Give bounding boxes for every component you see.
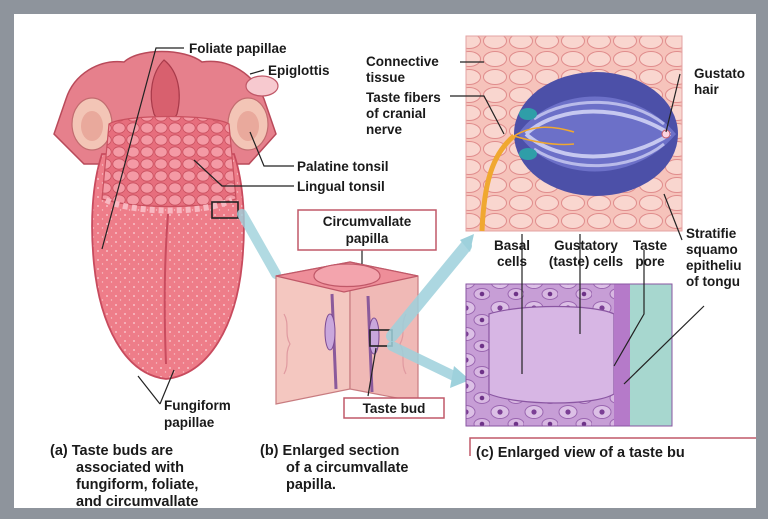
stratified-label-3: epitheliu — [686, 258, 742, 273]
gustatory-cells-label-2: (taste) cells — [549, 254, 623, 269]
taste-bud-drawing — [465, 35, 683, 232]
taste-fibers-label-1: Taste fibers — [366, 90, 441, 105]
connective-tissue-label-1: Connective — [366, 54, 439, 69]
gustatory-hair-label-2: hair — [694, 82, 720, 97]
stratified-label-4: of tongu — [686, 274, 740, 289]
taste-bud-label-box — [343, 397, 445, 419]
stratified-label-2: squamo — [686, 242, 738, 257]
basal-cells-label-2: cells — [497, 254, 527, 269]
caption-a-line-3: fungiform, foliate, — [76, 477, 198, 493]
lingual-tonsil-label: Lingual tonsil — [297, 179, 385, 194]
caption-b-line-2: of a circumvallate — [286, 460, 409, 476]
gustatory-hair-label-1: Gustato — [694, 66, 745, 81]
epiglottis-label: Epiglottis — [268, 63, 330, 78]
taste-pore-label-2: pore — [635, 254, 665, 269]
basal-cells-label-1: Basal — [494, 238, 530, 253]
connective-tissue-label-2: tissue — [366, 70, 406, 85]
circumvallate-label-2: papilla — [346, 231, 389, 246]
tongue-illustration — [53, 50, 279, 380]
taste-fibers-label-3: nerve — [366, 122, 403, 137]
circumvallate-label-box — [297, 209, 437, 251]
figure-panel: Foliate papillae Epiglottis Palatine ton… — [14, 14, 756, 508]
taste-bud-label: Taste bud — [363, 401, 426, 416]
caption-c: (c) Enlarged view of a taste bu — [476, 445, 685, 461]
taste-pore-label-1: Taste — [633, 238, 668, 253]
taste-fibers-label-2: of cranial — [366, 106, 426, 121]
foliate-papillae-label: Foliate papillae — [189, 41, 287, 56]
fungiform-papillae-label-1: Fungiform — [164, 398, 231, 413]
gustatory-cells-label-1: Gustatory — [554, 238, 618, 253]
caption-a-line-4: and circumvallate — [76, 494, 199, 508]
palatine-tonsil-label: Palatine tonsil — [297, 159, 389, 174]
taste-bud-micrograph — [465, 283, 673, 427]
caption-a-line-2: associated with — [76, 460, 184, 476]
taste-bud-diagram: Foliate papillae Epiglottis Palatine ton… — [50, 35, 756, 508]
caption-b-line-1: (b) Enlarged section — [260, 443, 399, 459]
caption-b-line-3: papilla. — [286, 477, 336, 493]
fungiform-papillae-label-2: papillae — [164, 415, 215, 430]
caption-a-line-1: (a) Taste buds are — [50, 443, 173, 459]
caption-c-bracket — [469, 437, 756, 456]
leader-lines — [101, 47, 705, 405]
stratified-label-1: Stratifie — [686, 226, 737, 241]
circumvallate-label-1: Circumvallate — [323, 214, 412, 229]
